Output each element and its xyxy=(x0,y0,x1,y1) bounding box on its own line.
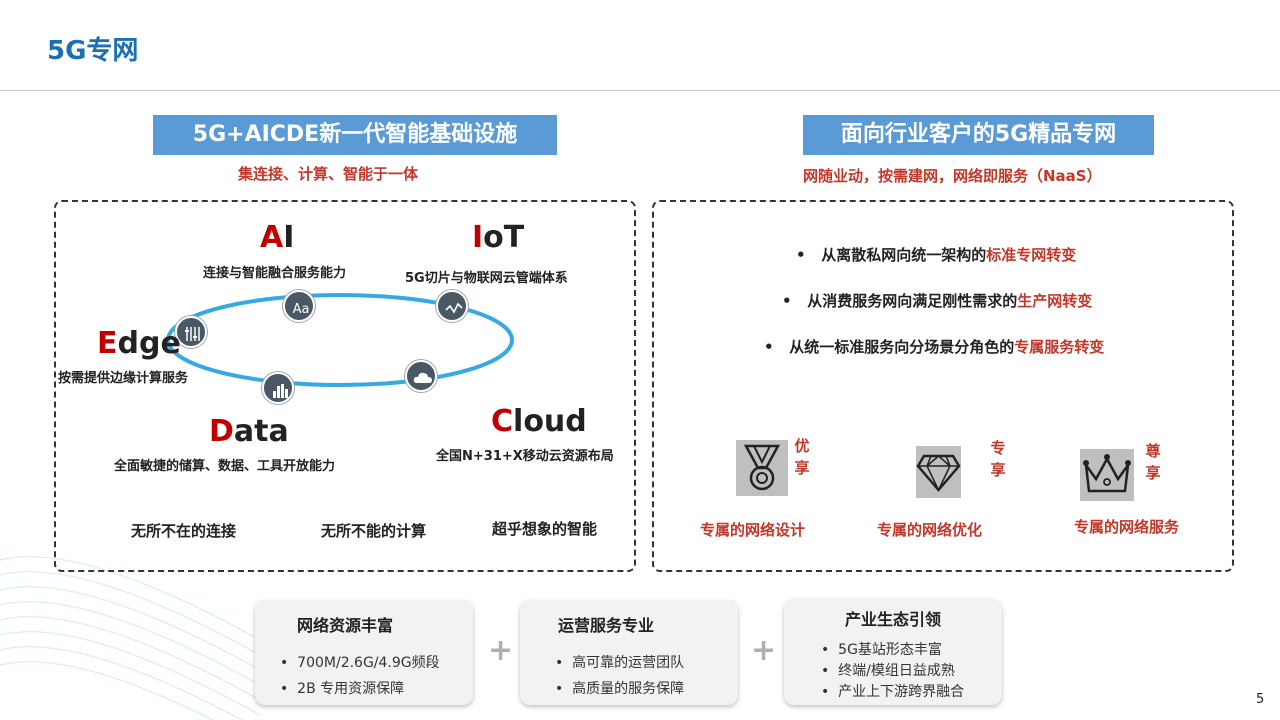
title-divider xyxy=(0,90,1280,91)
bullet-dedicated-service: • 从统一标准服务向分场景分角色的专属服务转变 xyxy=(764,338,1105,356)
plus-separator: + xyxy=(488,633,514,668)
tag-premium: 优享 xyxy=(794,437,810,477)
card-item: • 高质量的服务保障 xyxy=(555,681,685,697)
keyword-data: Data xyxy=(209,414,289,449)
keyword-cloud-desc: 全国N+31+X移动云资源布局 xyxy=(436,449,614,464)
keyword-iot-desc: 5G切片与物联网云管端体系 xyxy=(405,271,568,286)
right-banner: 面向行业客户的5G精品专网 xyxy=(803,115,1154,155)
crown-icon xyxy=(1080,449,1134,501)
card-network-resources: 网络资源丰富 • 700M/2.6G/4.9G频段 • 2B 专用资源保障 xyxy=(255,600,473,705)
keyword-iot: IoT xyxy=(472,220,525,255)
card-title: 运营服务专业 xyxy=(558,616,655,635)
card-industry-ecosystem: 产业生态引领 • 5G基站形态丰富 • 终端/模组日益成熟 • 产业上下游跨界融… xyxy=(784,599,1002,705)
cloud-node-icon xyxy=(405,360,437,392)
ai-node-icon: Aa xyxy=(283,290,315,322)
data-node-icon xyxy=(262,372,294,404)
keyword-data-desc: 全面敏捷的储算、数据、工具开放能力 xyxy=(114,459,336,474)
service-network-optimization: 专属的网络优化 xyxy=(877,521,983,539)
tag-exclusive: 专享 xyxy=(990,439,1006,479)
keyword-cloud: Cloud xyxy=(491,404,587,439)
decorative-wave-pattern xyxy=(0,520,260,720)
left-subtitle: 集连接、计算、智能于一体 xyxy=(238,165,419,183)
keyword-ai: AI xyxy=(260,220,295,255)
keyword-edge-desc: 按需提供边缘计算服务 xyxy=(58,371,189,386)
card-item: • 产业上下游跨界融合 xyxy=(821,684,965,700)
card-item: • 高可靠的运营团队 xyxy=(555,655,685,671)
iot-node-icon xyxy=(436,290,468,322)
aicde-panel xyxy=(54,200,636,572)
aicde-ring xyxy=(166,293,514,387)
phrase-connection: 无所不在的连接 xyxy=(131,522,237,540)
diamond-icon xyxy=(916,446,961,498)
service-network-service: 专属的网络服务 xyxy=(1074,518,1180,536)
naas-panel xyxy=(652,200,1234,572)
phrase-intelligence: 超乎想象的智能 xyxy=(492,520,598,538)
tag-supreme: 尊享 xyxy=(1145,442,1161,482)
service-network-design: 专属的网络设计 xyxy=(700,521,806,539)
slide-title: 5G专网 xyxy=(47,36,139,66)
card-item: • 2B 专用资源保障 xyxy=(280,681,405,697)
page-number: 5 xyxy=(1256,692,1265,707)
card-title: 产业生态引领 xyxy=(845,610,942,629)
card-operations-service: 运营服务专业 • 高可靠的运营团队 • 高质量的服务保障 xyxy=(520,600,738,705)
left-banner: 5G+AICDE新一代智能基础设施 xyxy=(153,115,557,155)
card-item: • 5G基站形态丰富 xyxy=(821,642,942,658)
phrase-computing: 无所不能的计算 xyxy=(321,522,427,540)
card-item: • 700M/2.6G/4.9G频段 xyxy=(280,655,440,671)
edge-node-icon xyxy=(175,316,207,348)
plus-separator: + xyxy=(751,633,777,668)
bullet-standard-network: • 从离散私网向统一架构的标准专网转变 xyxy=(796,246,1077,264)
card-item: • 终端/模组日益成熟 xyxy=(821,663,955,679)
bullet-production-network: • 从消费服务网向满足刚性需求的生产网转变 xyxy=(782,292,1093,310)
keyword-edge: Edge xyxy=(97,326,181,361)
medal-icon xyxy=(736,440,788,496)
right-subtitle: 网随业动，按需建网，网络即服务（NaaS） xyxy=(803,167,1102,185)
keyword-ai-desc: 连接与智能融合服务能力 xyxy=(203,266,347,281)
svg-text:Aa: Aa xyxy=(293,302,310,317)
card-title: 网络资源丰富 xyxy=(297,616,394,635)
